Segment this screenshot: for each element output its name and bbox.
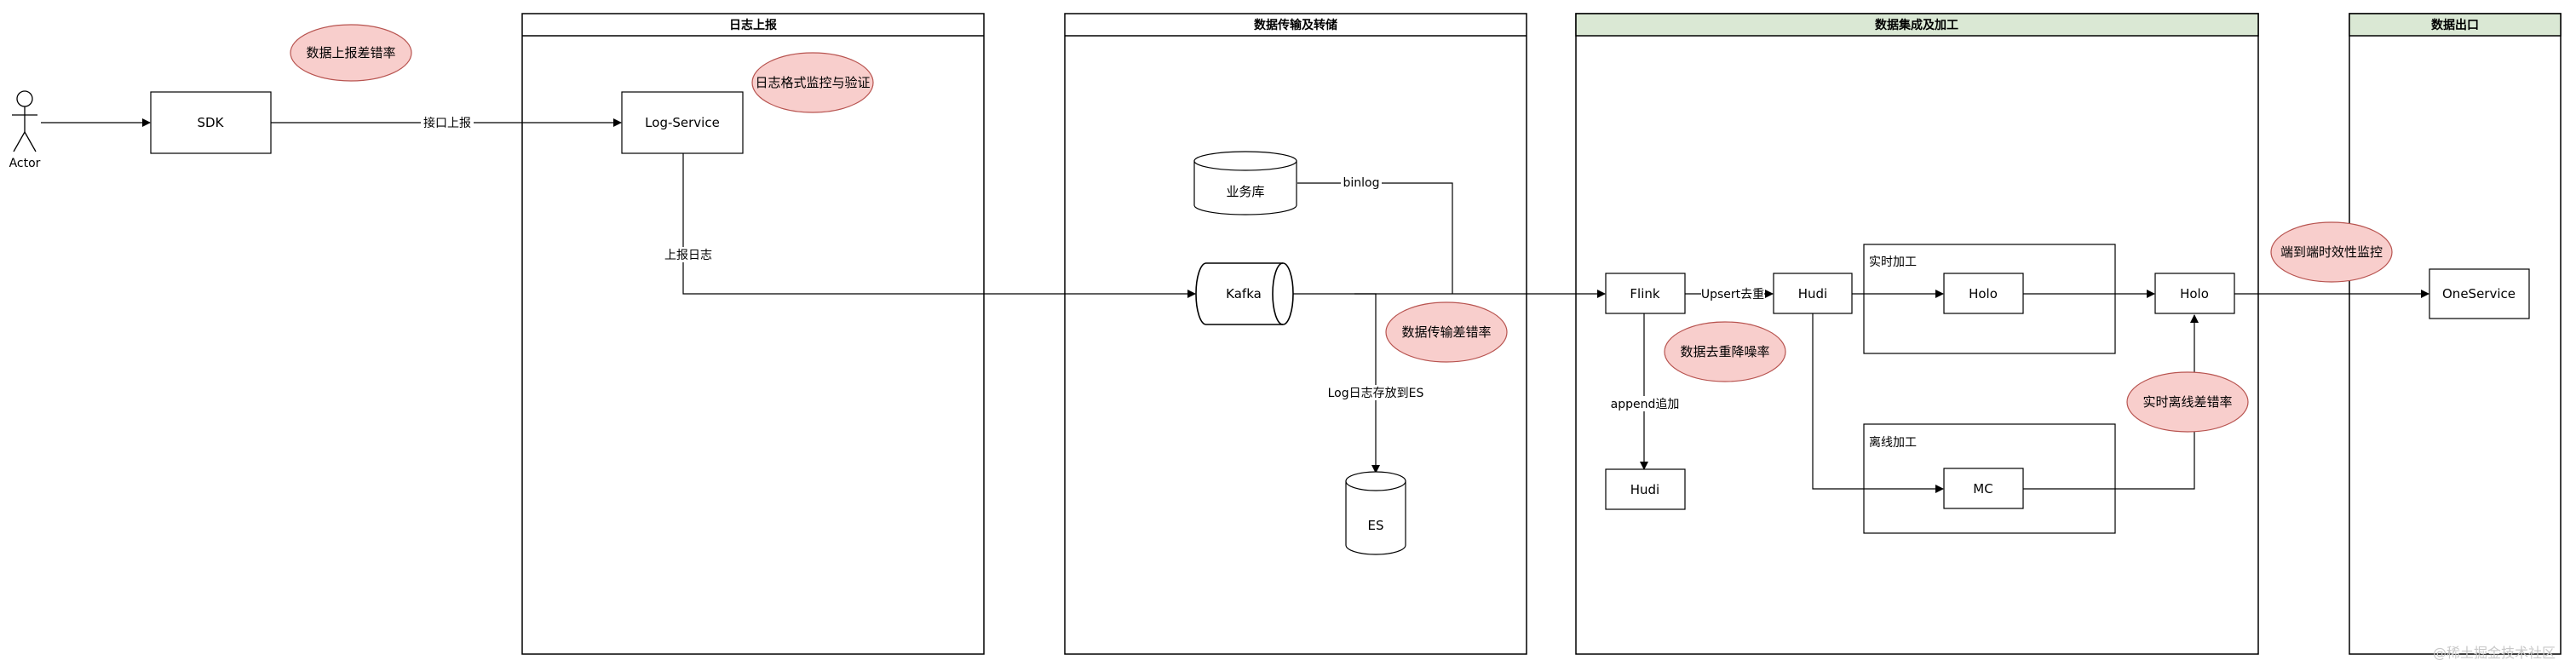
monitor-transfer-error-rate[interactable]: 数据传输差错率 bbox=[1385, 301, 1508, 363]
edge-kafka-es bbox=[1354, 293, 1380, 474]
edge-label-upsert-dedup: Upsert去重 bbox=[1701, 288, 1764, 301]
node-oneservice[interactable]: OneService bbox=[2429, 268, 2530, 319]
node-log-service-label: Log-Service bbox=[645, 115, 720, 130]
node-business-db[interactable]: 业务库 bbox=[1193, 151, 1297, 215]
node-flink-label: Flink bbox=[1630, 286, 1659, 301]
monitor-log-format-label: 日志格式监控与验证 bbox=[755, 75, 870, 90]
monitor-report-error-rate-label: 数据上报差错率 bbox=[306, 45, 395, 60]
actor-label: Actor bbox=[9, 157, 41, 170]
lane-title-integration-processing: 数据集成及加工 bbox=[1875, 18, 1958, 32]
actor-head-icon bbox=[16, 90, 33, 107]
node-holo-final[interactable]: Holo bbox=[2154, 273, 2235, 314]
monitor-e2e-timeliness[interactable]: 端到端时效性监控 bbox=[2270, 221, 2393, 283]
monitor-e2e-timeliness-label: 端到端时效性监控 bbox=[2280, 244, 2383, 260]
edge-label-log-to-es: Log日志存放到ES bbox=[1328, 387, 1424, 400]
node-holo-realtime-label: Holo bbox=[1969, 286, 1998, 301]
edge-label-append: append追加 bbox=[1611, 398, 1680, 411]
node-hudi-append-label: Hudi bbox=[1630, 482, 1659, 497]
node-holo-realtime[interactable]: Holo bbox=[1943, 273, 2024, 314]
actor[interactable] bbox=[12, 90, 37, 152]
node-mc-label: MC bbox=[1973, 481, 1992, 497]
node-hudi-main-label: Hudi bbox=[1798, 286, 1827, 301]
monitor-transfer-error-rate-label: 数据传输差错率 bbox=[1401, 324, 1491, 340]
node-holo-final-label: Holo bbox=[2180, 286, 2209, 301]
lane-title-transfer-storage: 数据传输及转储 bbox=[1254, 18, 1337, 32]
monitor-log-format[interactable]: 日志格式监控与验证 bbox=[751, 52, 874, 113]
node-oneservice-label: OneService bbox=[2442, 286, 2516, 301]
offline-group-label: 离线加工 bbox=[1869, 435, 1917, 450]
node-sdk[interactable]: SDK bbox=[150, 91, 272, 154]
node-mc[interactable]: MC bbox=[1943, 468, 2024, 509]
monitor-rt-offline-error[interactable]: 实时离线差错率 bbox=[2126, 371, 2249, 433]
node-flink[interactable]: Flink bbox=[1605, 273, 1686, 314]
offline-group: 离线加工 bbox=[1863, 423, 2116, 534]
monitor-dedup-noise-label: 数据去重降噪率 bbox=[1680, 344, 1769, 359]
watermark: @稀土掘金技术社区 bbox=[2433, 645, 2556, 661]
node-hudi-append[interactable]: Hudi bbox=[1605, 468, 1686, 510]
lane-title-data-output: 数据出口 bbox=[2431, 18, 2479, 32]
edge-logservice-kafka bbox=[682, 153, 1196, 298]
edge-hudi-mc bbox=[1812, 313, 1944, 493]
monitor-report-error-rate[interactable]: 数据上报差错率 bbox=[290, 24, 412, 82]
node-hudi-main[interactable]: Hudi bbox=[1773, 273, 1853, 314]
edge-label-binlog: binlog bbox=[1343, 176, 1380, 190]
monitor-dedup-noise[interactable]: 数据去重降噪率 bbox=[1664, 321, 1786, 382]
monitor-rt-offline-error-label: 实时离线差错率 bbox=[2142, 394, 2232, 410]
lane-title-log-upload: 日志上报 bbox=[729, 18, 777, 32]
node-sdk-label: SDK bbox=[198, 115, 225, 130]
edge-label-report-log: 上报日志 bbox=[664, 249, 712, 262]
node-log-service[interactable]: Log-Service bbox=[621, 91, 744, 154]
realtime-group: 实时加工 bbox=[1863, 244, 2116, 354]
node-es[interactable]: ES bbox=[1345, 471, 1406, 555]
lane-data-output: 数据出口 bbox=[2349, 13, 2562, 655]
node-business-db-label: 业务库 bbox=[1226, 184, 1264, 199]
realtime-group-label: 实时加工 bbox=[1869, 255, 1917, 269]
edge-labels: 接口上报 上报日志 binlog Log日志存放到ES Upsert去重 app… bbox=[421, 115, 1764, 411]
node-kafka[interactable]: Kafka bbox=[1195, 262, 1294, 325]
edge-label-interface-upload: 接口上报 bbox=[423, 116, 471, 130]
lane-log-upload: 日志上报 bbox=[521, 13, 985, 655]
node-es-label: ES bbox=[1368, 518, 1384, 533]
node-kafka-label: Kafka bbox=[1226, 286, 1262, 301]
